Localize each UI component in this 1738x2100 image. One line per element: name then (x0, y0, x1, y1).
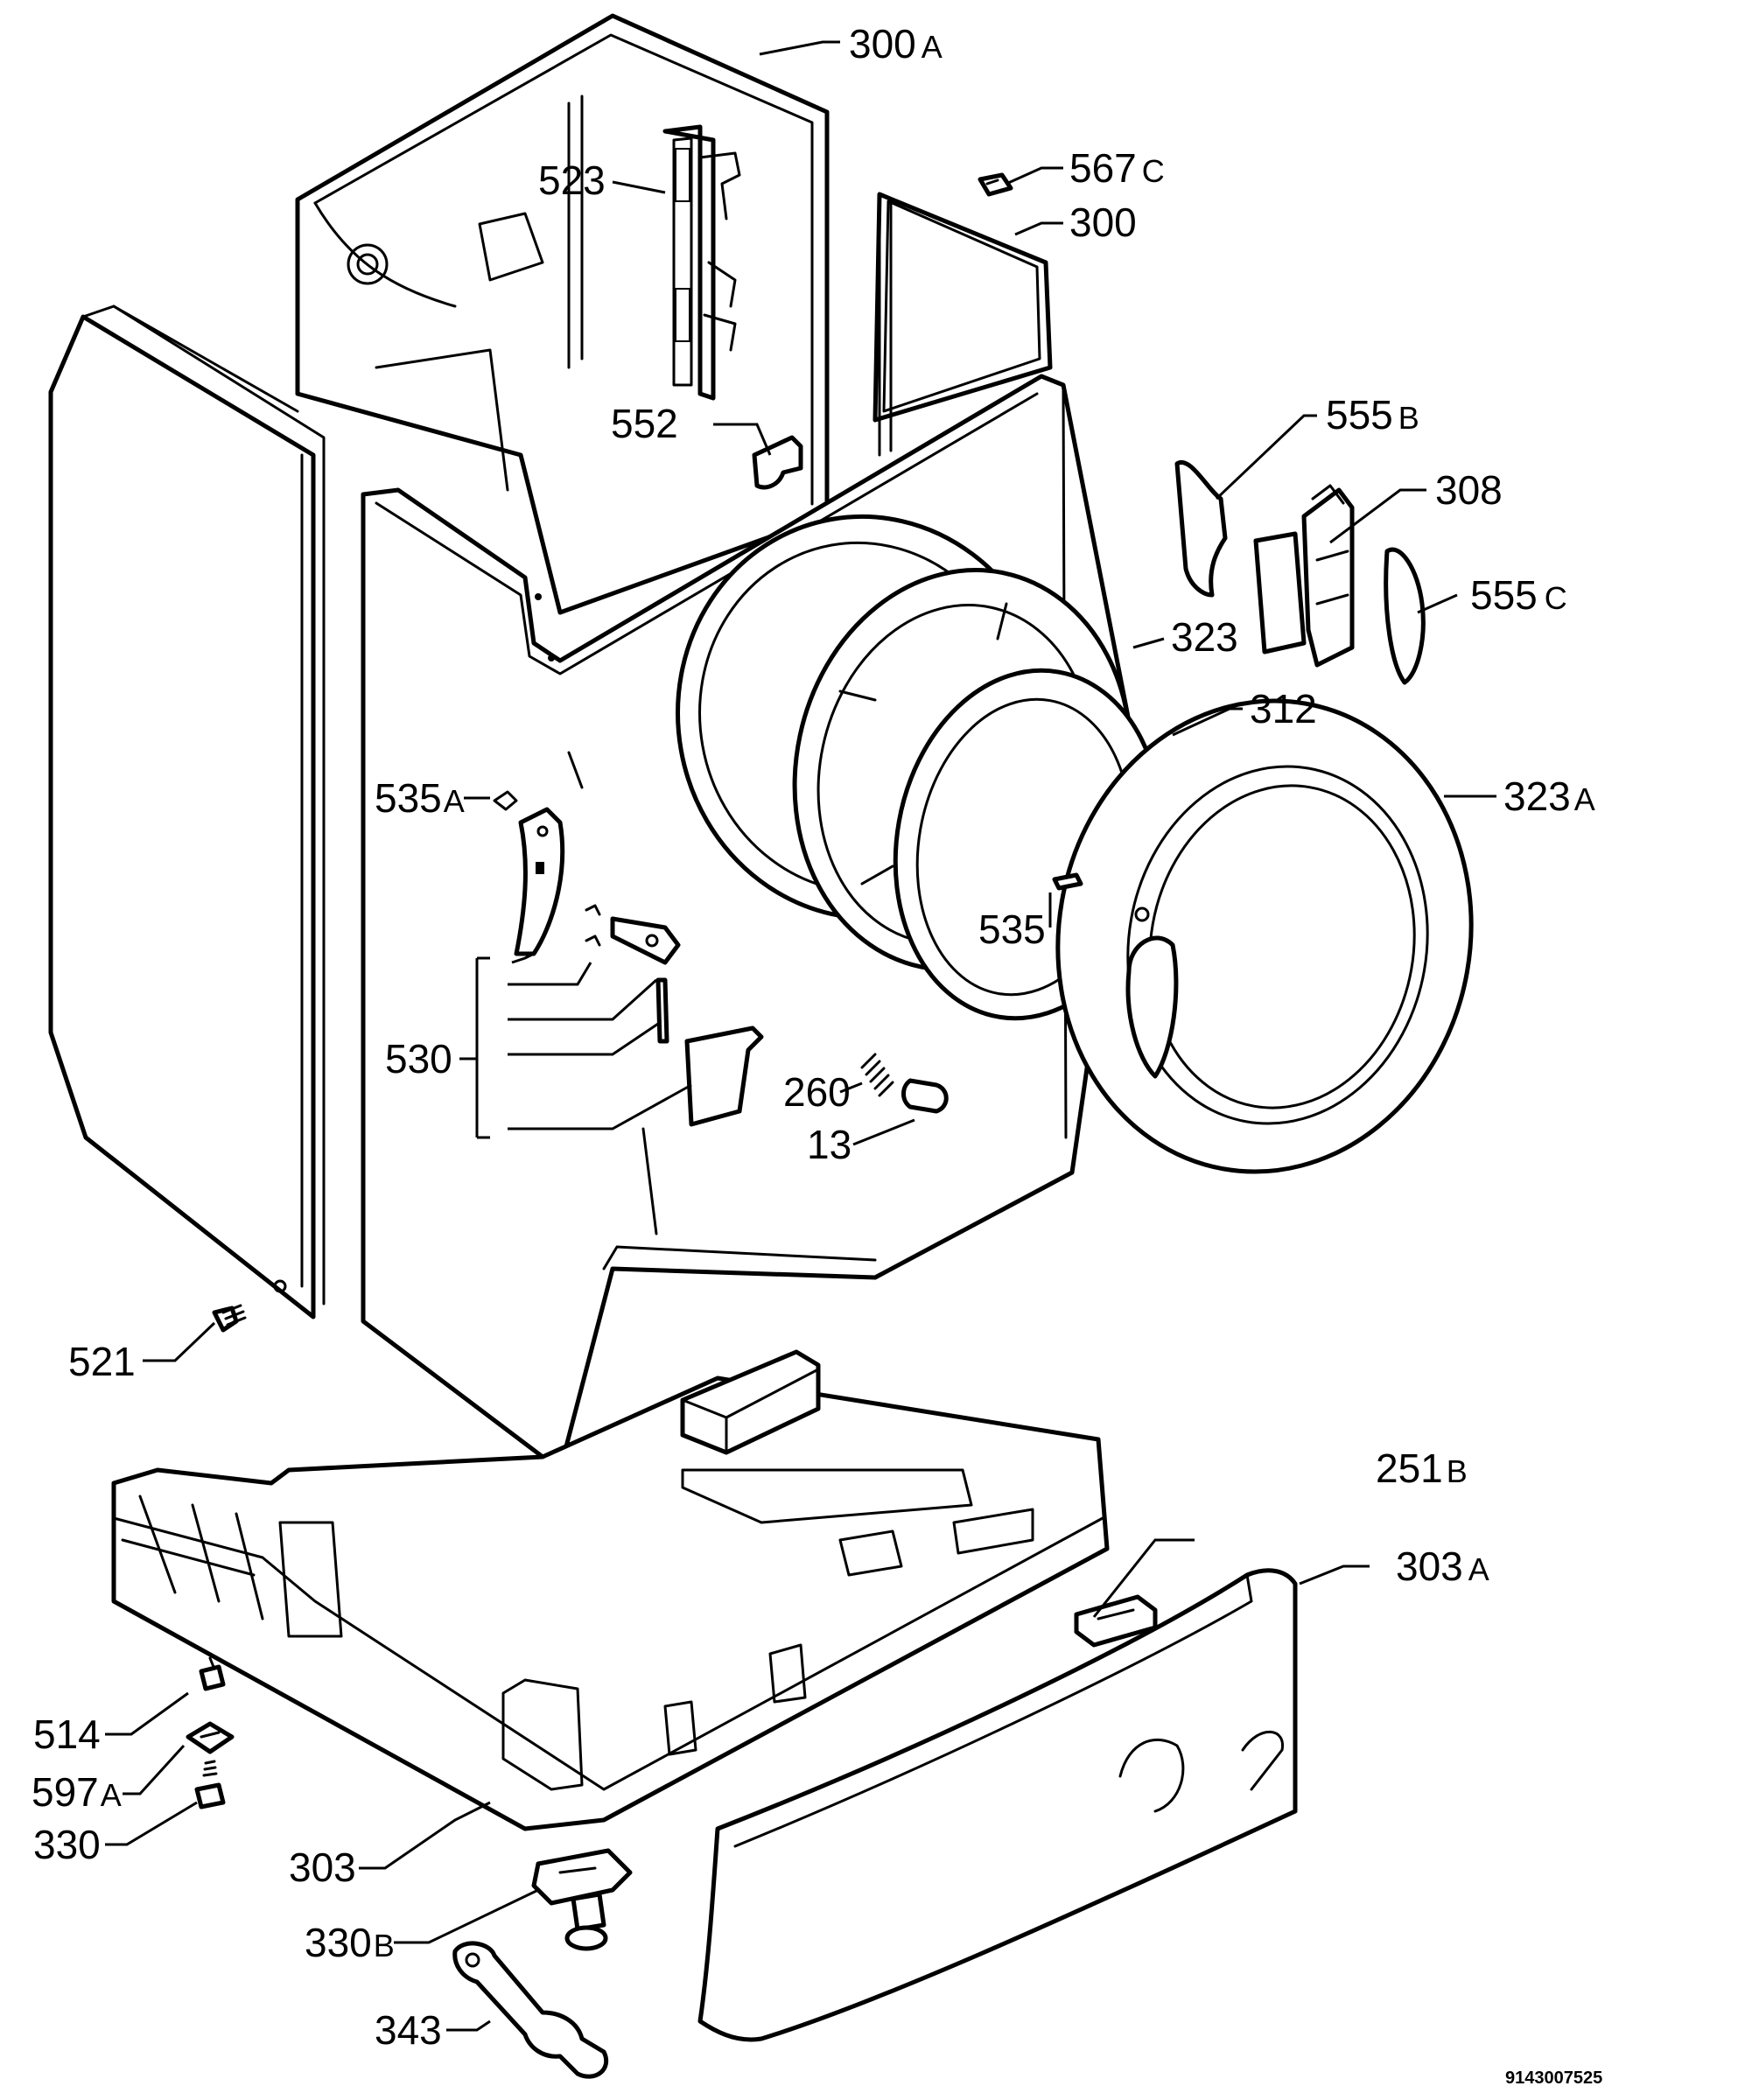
nut-597a (186, 1721, 235, 1754)
label-323: 323 (1171, 614, 1238, 660)
label-343: 343 (375, 2007, 442, 2053)
label-514: 514 (33, 1712, 101, 1757)
base-frame-303 (111, 1376, 1110, 1831)
label-535a: 535A (375, 775, 465, 821)
label-13: 13 (807, 1122, 851, 1167)
interlock-bracket-523 (662, 124, 741, 401)
label-552: 552 (611, 401, 678, 446)
cabinet-side-panel (48, 304, 326, 1320)
label-597a: 597A (32, 1769, 122, 1815)
hinge-cover-555b (1174, 459, 1228, 598)
screw-514 (199, 1656, 226, 1691)
leader-lines (105, 40, 1496, 2032)
cabinet-right-panel (873, 192, 1053, 457)
hook-552 (752, 435, 803, 490)
spring-260 (860, 1053, 894, 1097)
label-312: 312 (1250, 686, 1317, 732)
pivot-foot-330b (531, 1848, 633, 1951)
hinge-308 (1253, 484, 1355, 668)
label-535: 535 (978, 906, 1046, 952)
label-523: 523 (538, 158, 606, 203)
label-300: 300 (1069, 200, 1137, 245)
cabinet-back-frame (295, 13, 830, 615)
front-kickplate-303a (697, 1568, 1298, 2042)
lock-lever-530 (585, 904, 764, 1127)
screw-521 (212, 1304, 247, 1333)
label-330: 330 (33, 1822, 101, 1867)
wrench-343 (452, 1941, 609, 2079)
door-outer-ring-323a (1055, 698, 1474, 1174)
hinge-cover-555c (1384, 547, 1426, 685)
label-308: 308 (1435, 467, 1503, 513)
label-330b: 330B (305, 1920, 395, 1965)
foot-330 (194, 1760, 226, 1810)
label-521: 521 (68, 1339, 136, 1384)
label-530: 530 (385, 1036, 452, 1082)
pin-13 (901, 1078, 949, 1114)
clip-251b (1074, 1594, 1158, 1648)
clip-567c (978, 172, 1013, 197)
pin-535 (1052, 872, 1083, 891)
label-260: 260 (783, 1069, 851, 1115)
document-number: 9143007525 (1505, 2068, 1602, 2088)
foam-block (680, 1349, 821, 1455)
label-303: 303 (289, 1844, 356, 1890)
lock-bracket-535a (493, 790, 565, 956)
